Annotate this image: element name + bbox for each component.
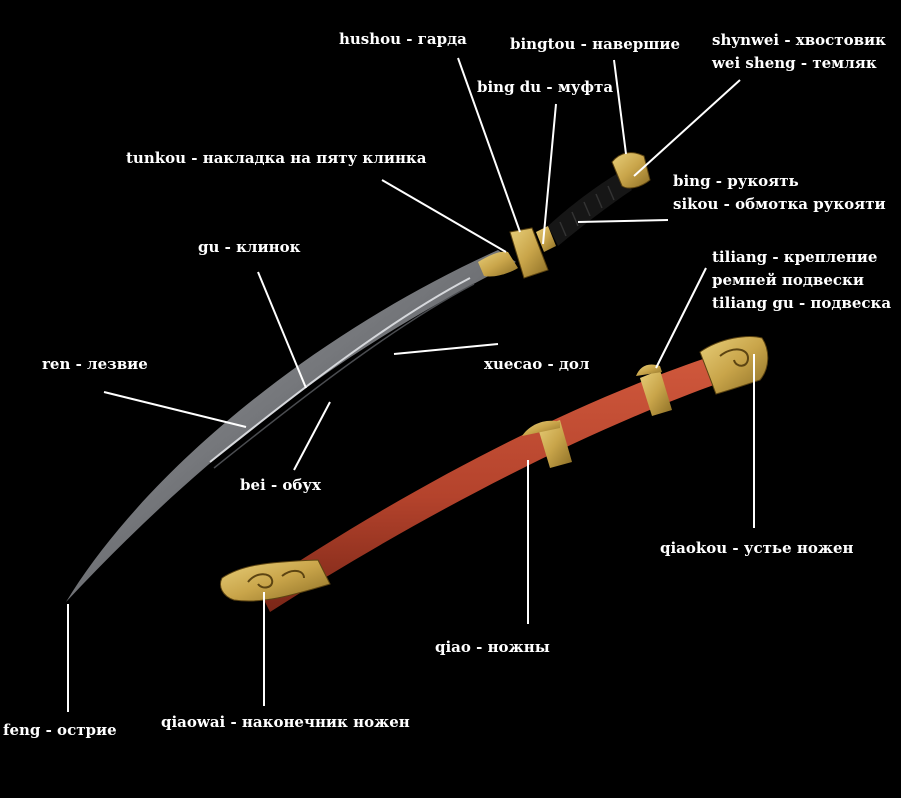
suspension-band-upper	[640, 370, 672, 416]
label-xuecao: xuecao - дол	[484, 355, 590, 373]
label-bingtou: bingtou - навершие	[510, 35, 681, 53]
leader-bingdu	[542, 103, 557, 245]
label-weisheng: wei sheng - темляк	[712, 54, 877, 72]
ferrule	[536, 226, 556, 252]
label-sikou: sikou - обмотка рукояти	[673, 195, 886, 213]
label-bingdu: bing du - муфта	[477, 78, 614, 96]
label-bing-sikou: bing - рукоять sikou - обмотка рукояти	[673, 170, 886, 216]
leader-bei	[293, 401, 331, 471]
label-tiliang-group: tiliang - крепление ремней подвески tili…	[712, 246, 891, 315]
leader-tiliang	[655, 267, 707, 369]
blade	[66, 250, 516, 602]
label-qiao: qiao - ножны	[435, 638, 550, 656]
scabbard-tip-fitting	[220, 559, 331, 602]
scabbard-body	[258, 356, 722, 612]
guard	[509, 227, 549, 279]
grip	[548, 172, 632, 246]
leader-xuecao	[393, 343, 499, 355]
label-tunkou: tunkou - накладка на пяту клинка	[126, 149, 427, 167]
blade-fuller	[209, 277, 471, 463]
leader-bing	[577, 219, 669, 223]
leader-ren	[103, 391, 247, 428]
label-tiliang-gu: tiliang gu - подвеска	[712, 294, 892, 312]
label-hushou: hushou - гарда	[339, 30, 467, 48]
label-gu: gu - клинок	[198, 238, 301, 256]
label-tiliang: tiliang - крепление	[712, 248, 878, 266]
leader-lines	[67, 57, 755, 712]
leader-bingtou	[613, 59, 627, 155]
label-bei: bei - обух	[240, 476, 321, 494]
suspension-mount-lower	[522, 420, 560, 436]
blade-collar	[478, 251, 518, 277]
label-remni: ремней подвески	[712, 271, 864, 289]
leader-hushou	[457, 57, 521, 233]
pommel	[611, 152, 651, 189]
label-shynwei: shynwei - хвостовик	[712, 31, 886, 49]
scabbard-tip-ornament	[247, 570, 305, 589]
label-qiaokou: qiaokou - устье ножен	[660, 539, 854, 557]
label-ren: ren - лезвие	[42, 355, 148, 373]
blade-fuller-shadow	[213, 283, 475, 469]
label-feng: feng - острие	[3, 721, 117, 739]
grip-wrap-texture	[559, 185, 615, 237]
leader-tunkou	[381, 179, 507, 253]
leader-shynwei	[633, 79, 741, 177]
label-shynwei-weisheng: shynwei - хвостовик wei sheng - темляк	[712, 29, 886, 75]
scabbard-mouth-ornament	[719, 348, 750, 367]
suspension-band-lower	[538, 420, 572, 468]
label-qiaowai: qiaowai - наконечник ножен	[161, 713, 410, 731]
leader-gu	[257, 271, 307, 389]
scabbard-mouth-fitting	[699, 336, 769, 395]
label-bing: bing - рукоять	[673, 172, 799, 190]
